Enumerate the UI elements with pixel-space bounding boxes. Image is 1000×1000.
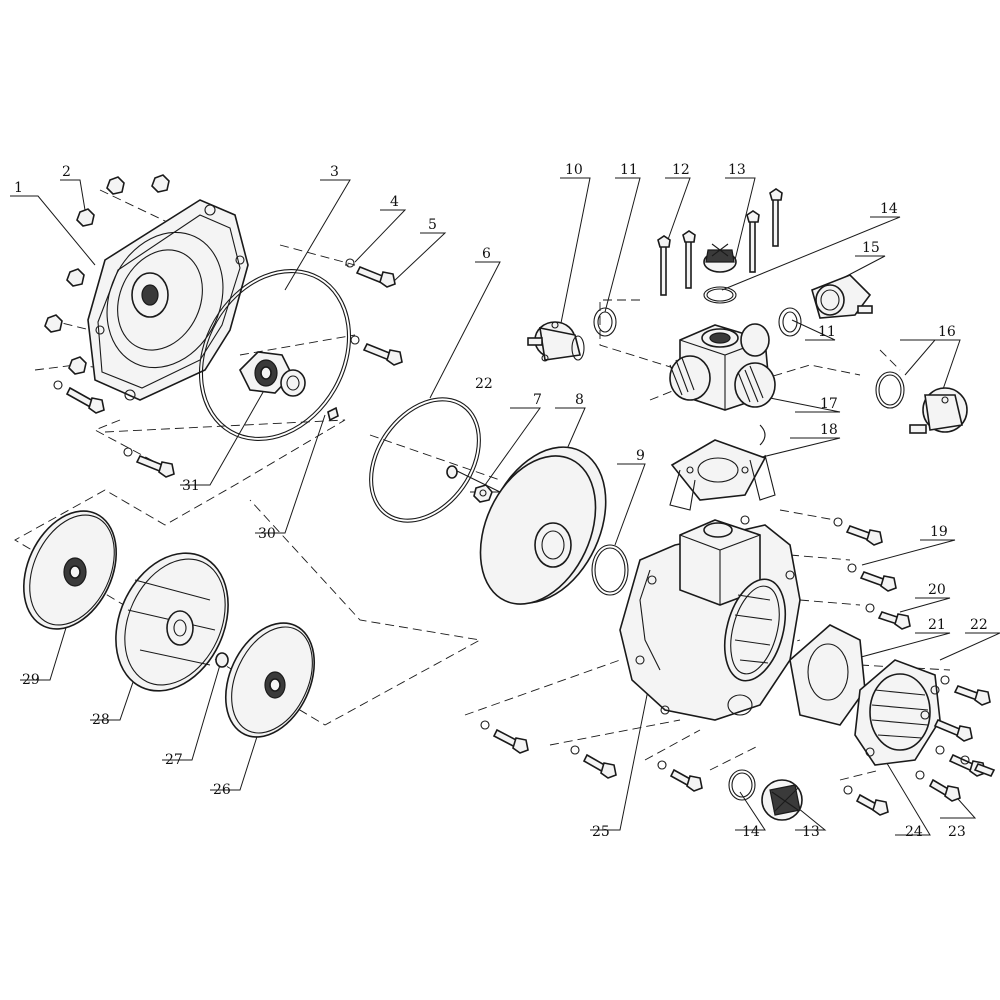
callout-label: 18 [820, 422, 838, 438]
callout-label: 8 [575, 392, 584, 408]
callout-label: 23 [948, 824, 966, 840]
callout-label: 1 [14, 180, 23, 196]
pump-housing [619, 515, 801, 721]
o-ring-6 [369, 397, 481, 523]
housing-bolts-right [833, 517, 911, 630]
callout-label: 2 [62, 164, 71, 180]
callout-label: 9 [636, 448, 645, 464]
callout-label: 21 [928, 617, 946, 633]
o-ring-9 [591, 544, 629, 596]
cover-bolts [843, 675, 996, 816]
impeller-nut [446, 465, 493, 503]
bolt-group-left [53, 380, 175, 478]
callout-label: 6 [482, 246, 491, 262]
callout-label: 31 [182, 478, 200, 494]
gasket-11-right [778, 307, 802, 337]
callout-label: 25 [592, 824, 610, 840]
callout-label: 13 [802, 824, 820, 840]
back-cover-plate [87, 199, 249, 401]
callout-label: 20 [928, 582, 946, 598]
callout-label: 3 [330, 164, 339, 180]
callout-label: 16 [938, 324, 956, 340]
callout-label: 7 [533, 392, 542, 408]
assembly-dashed-lines [14, 189, 951, 781]
leader-lines [10, 177, 1000, 836]
callout-label: 28 [92, 712, 110, 728]
drain-plug [728, 769, 803, 821]
volute-cover [224, 622, 316, 738]
housing-bolts-bottom [480, 720, 703, 792]
inlet-cap [527, 321, 585, 362]
large-o-ring [198, 269, 352, 441]
callout-label: 30 [258, 526, 276, 542]
callout-label: 12 [672, 162, 690, 178]
callout-label: 4 [390, 194, 399, 210]
callout-label: 13 [728, 162, 746, 178]
bolts-4-5 [345, 258, 403, 366]
shaft-key [327, 406, 339, 422]
callout-label: 22 [475, 376, 493, 392]
manifold-bolts [657, 188, 783, 296]
discharge-manifold [669, 323, 776, 411]
cover-gasket [789, 624, 866, 726]
callout-label: 11 [818, 324, 836, 340]
front-cover [854, 659, 941, 766]
callout-label: 17 [820, 396, 838, 412]
callout-label: 19 [930, 524, 948, 540]
shaft-seal [239, 351, 306, 397]
outlet-cap-16 [909, 387, 968, 434]
callout-label: 26 [213, 782, 231, 798]
callout-label: 10 [565, 162, 583, 178]
callout-label: 29 [22, 672, 40, 688]
callout-label: 22 [970, 617, 988, 633]
wear-plate-disc [479, 446, 607, 605]
callout-label: 15 [862, 240, 880, 256]
flange-gasket [669, 424, 776, 511]
callout-label: 14 [742, 824, 760, 840]
shim-washer [215, 652, 229, 668]
impeller [115, 552, 229, 692]
o-ring-15 [875, 371, 905, 409]
callout-label: 11 [620, 162, 638, 178]
callout-label: 27 [165, 752, 183, 768]
diffuser-plate [22, 510, 118, 630]
callout-labels: 1 2 3 4 5 6 7 8 9 10 11 12 13 14 15 16 1… [14, 162, 988, 840]
callout-label: 5 [428, 217, 437, 233]
outlet-cap-15 [811, 274, 873, 319]
top-fill-plug [703, 243, 737, 304]
nut-set [44, 174, 170, 375]
callout-label: 14 [880, 201, 898, 217]
gasket-11-left [593, 307, 617, 337]
callout-label: 24 [905, 824, 923, 840]
